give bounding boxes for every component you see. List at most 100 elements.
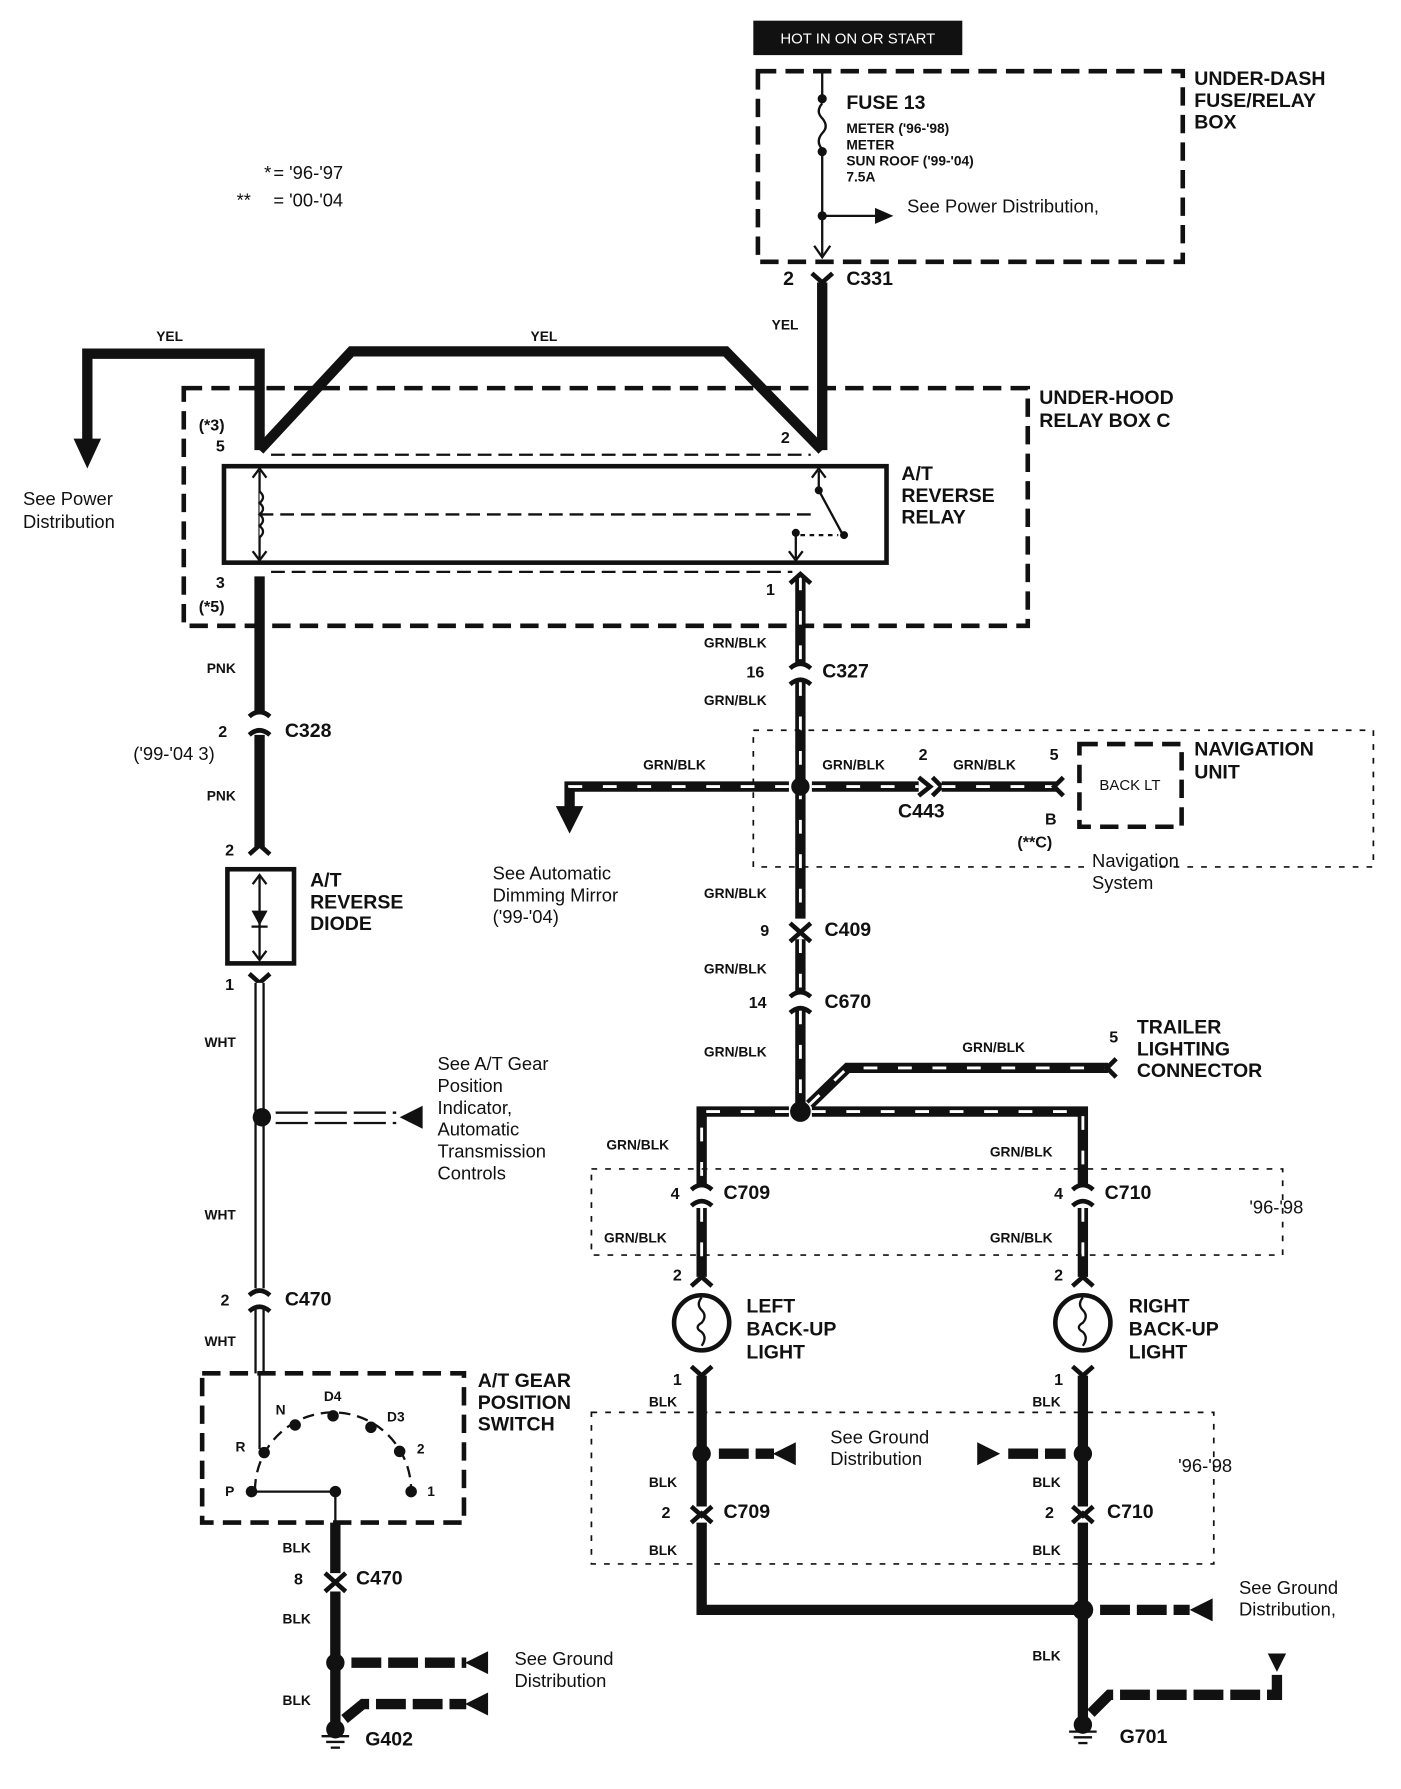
c670-name: C670	[825, 991, 872, 1013]
nav-system-2: System	[1092, 872, 1153, 893]
left-light-title-2: BACK-UP	[746, 1318, 836, 1340]
wire-label-gb-3: GRN/BLK	[704, 886, 767, 901]
ground-arrow-g701-icon	[1267, 1653, 1287, 1672]
gear-switch-title-2: POSITION	[478, 1392, 571, 1414]
at-reverse-diode: A/T REVERSE DIODE 1	[225, 866, 403, 994]
at-gear-position-switch: A/T GEAR POSITION SWITCH P R N D4 D3 2 1	[199, 1370, 571, 1525]
see-ground-left-note[interactable]: See Ground Distribution	[514, 1648, 613, 1691]
wire-label-gb-12: GRN/BLK	[604, 1230, 667, 1245]
see-ground-right-2: Distribution,	[1239, 1599, 1336, 1620]
years-96-98-lower: '96-'98	[1178, 1455, 1232, 1476]
wire-label-blk-r1: BLK	[649, 1395, 677, 1410]
under-dash-fuse-relay-box: UNDER-DASH FUSE/RELAY BOX FUSE 13 METER …	[755, 68, 1325, 265]
wht-wires: WHT WHT WHT 2 C470	[204, 982, 423, 1374]
left-light-title-3: LIGHT	[746, 1341, 805, 1363]
ground-arrow-mid-left-icon	[772, 1442, 796, 1466]
grn-blk-wires: GRN/BLK 16 C327 GRN/BLK GRN/BLK 9 C409 G…	[555, 571, 1152, 1288]
relay-pin-1: 1	[766, 581, 775, 599]
nav-pin-b: B	[1045, 810, 1057, 828]
diode-title-1: A/T	[310, 869, 342, 891]
wire-label-gb-7: GRN/BLK	[822, 757, 885, 772]
wire-label-wht-1: WHT	[204, 1035, 236, 1050]
relay-title-2: REVERSE	[901, 485, 994, 507]
blk-wires-left: BLK 8 C470 BLK BLK G402	[283, 1522, 489, 1750]
hot-in-on-or-start-header: HOT IN ON OR START	[753, 20, 963, 56]
pnk-wires: PNK 2 C328 ('99-'04 3) PNK 2	[133, 576, 332, 859]
see-gear-line-5: Transmission	[438, 1140, 546, 1161]
years-96-98-upper-box: '96-'98	[590, 1168, 1303, 1256]
at-reverse-relay: A/T REVERSE RELAY	[221, 463, 995, 565]
fuse-line-2: METER	[846, 137, 894, 152]
nav-back-lt: BACK LT	[1099, 777, 1160, 794]
fuse-line-1: METER ('96-'98)	[846, 121, 949, 136]
gear-pos-p	[245, 1485, 258, 1498]
right-light-title-2: BACK-UP	[1129, 1318, 1219, 1340]
c710-top-name: C710	[1105, 1182, 1152, 1204]
wire-label-blk-l1: BLK	[283, 1540, 311, 1555]
c710-top-pin: 4	[1054, 1185, 1063, 1203]
gear-indicator-arrow-icon	[399, 1105, 423, 1129]
see-power-left-1[interactable]: See Power	[23, 488, 113, 509]
c328-name: C328	[285, 720, 332, 742]
diode-icon	[251, 910, 268, 926]
wire-label-blk-r6: BLK	[1032, 1543, 1060, 1558]
c331-pin: 2	[783, 268, 794, 290]
nav-system-1: Navigation	[1092, 850, 1179, 871]
wire-label-blk-r5: BLK	[649, 1543, 677, 1558]
wire-label-wht-3: WHT	[204, 1334, 236, 1349]
gear-label-r: R	[235, 1439, 245, 1454]
wire-label-blk-r2: BLK	[1032, 1395, 1060, 1410]
c409-name: C409	[825, 919, 872, 941]
wire-label-gb-10: GRN/BLK	[606, 1137, 669, 1152]
hot-label: HOT IN ON OR START	[780, 31, 935, 48]
fuse-terminal-top	[817, 94, 827, 104]
see-power-left-2[interactable]: Distribution	[23, 511, 115, 532]
fuse-see-power[interactable]: See Power Distribution,	[907, 195, 1099, 216]
c709-top-pin: 4	[671, 1185, 680, 1203]
trailer-lighting-connector: 5 TRAILER LIGHTING CONNECTOR	[1109, 1016, 1262, 1082]
power-distribution-arrow-icon	[875, 207, 894, 224]
relay-pin-5: 5	[216, 437, 225, 455]
g701-label: G701	[1120, 1726, 1168, 1748]
navigation-system: BACK LT NAVIGATION UNIT 5 B (**C) Naviga…	[752, 729, 1375, 893]
wire-label-blk-r3: BLK	[649, 1475, 677, 1490]
diode-pin-2: 2	[225, 841, 234, 859]
diode-title-3: DIODE	[310, 913, 372, 935]
c470-top-name: C470	[285, 1289, 332, 1311]
c709-top-name: C709	[723, 1182, 770, 1204]
see-ground-mid-note[interactable]: See Ground Distribution	[830, 1426, 929, 1469]
see-ground-mid-2: Distribution	[830, 1448, 922, 1469]
nav-title-1: NAVIGATION	[1194, 739, 1314, 761]
gear-label-1: 1	[427, 1484, 435, 1499]
see-ground-left-2: Distribution	[514, 1670, 606, 1691]
legend: * = '96-'97 ** = '00-'04	[237, 162, 344, 211]
left-light-pin-2: 2	[673, 1266, 682, 1284]
see-ground-right-note[interactable]: See Ground Distribution,	[1239, 1577, 1338, 1620]
right-light-title-3: LIGHT	[1129, 1341, 1188, 1363]
wire-label-gb-1: GRN/BLK	[704, 636, 767, 651]
gear-switch-title-1: A/T GEAR	[478, 1370, 571, 1392]
right-back-up-light: RIGHT BACK-UP LIGHT 1	[1053, 1292, 1219, 1389]
c709-bot-name: C709	[723, 1501, 770, 1523]
yel-wires: YEL YEL YEL	[73, 282, 828, 469]
see-gear-line-4: Automatic	[438, 1119, 520, 1140]
gear-pos-r	[258, 1446, 270, 1459]
wire-label-yel-1: YEL	[156, 329, 183, 344]
see-dimming-note[interactable]: See Automatic Dimming Mirror ('99-'04)	[493, 863, 618, 928]
power-distribution-down-arrow-icon	[73, 438, 102, 469]
c470-top-pin: 2	[221, 1292, 230, 1310]
nav-title-2: UNIT	[1194, 762, 1240, 784]
wire-label-wht-2: WHT	[204, 1207, 236, 1222]
c470-bot-pin: 8	[294, 1571, 303, 1589]
c327-pin: 16	[746, 663, 764, 681]
see-gear-note[interactable]: See A/T Gear Position Indicator, Automat…	[438, 1053, 549, 1183]
relay-title-1: A/T	[901, 463, 933, 485]
gear-pos-1	[405, 1485, 417, 1498]
legend-meaning-1: = '96-'97	[273, 162, 343, 183]
c328-alt: ('99-'04 3)	[133, 743, 215, 764]
blk-wires-right: G701 BLK BLK BLK BLK 2 C709 2 C710 BLK B…	[649, 1364, 1287, 1748]
c443-name: C443	[898, 801, 945, 823]
diode-pin-1: 1	[225, 976, 234, 994]
c409-pin: 9	[760, 922, 769, 940]
